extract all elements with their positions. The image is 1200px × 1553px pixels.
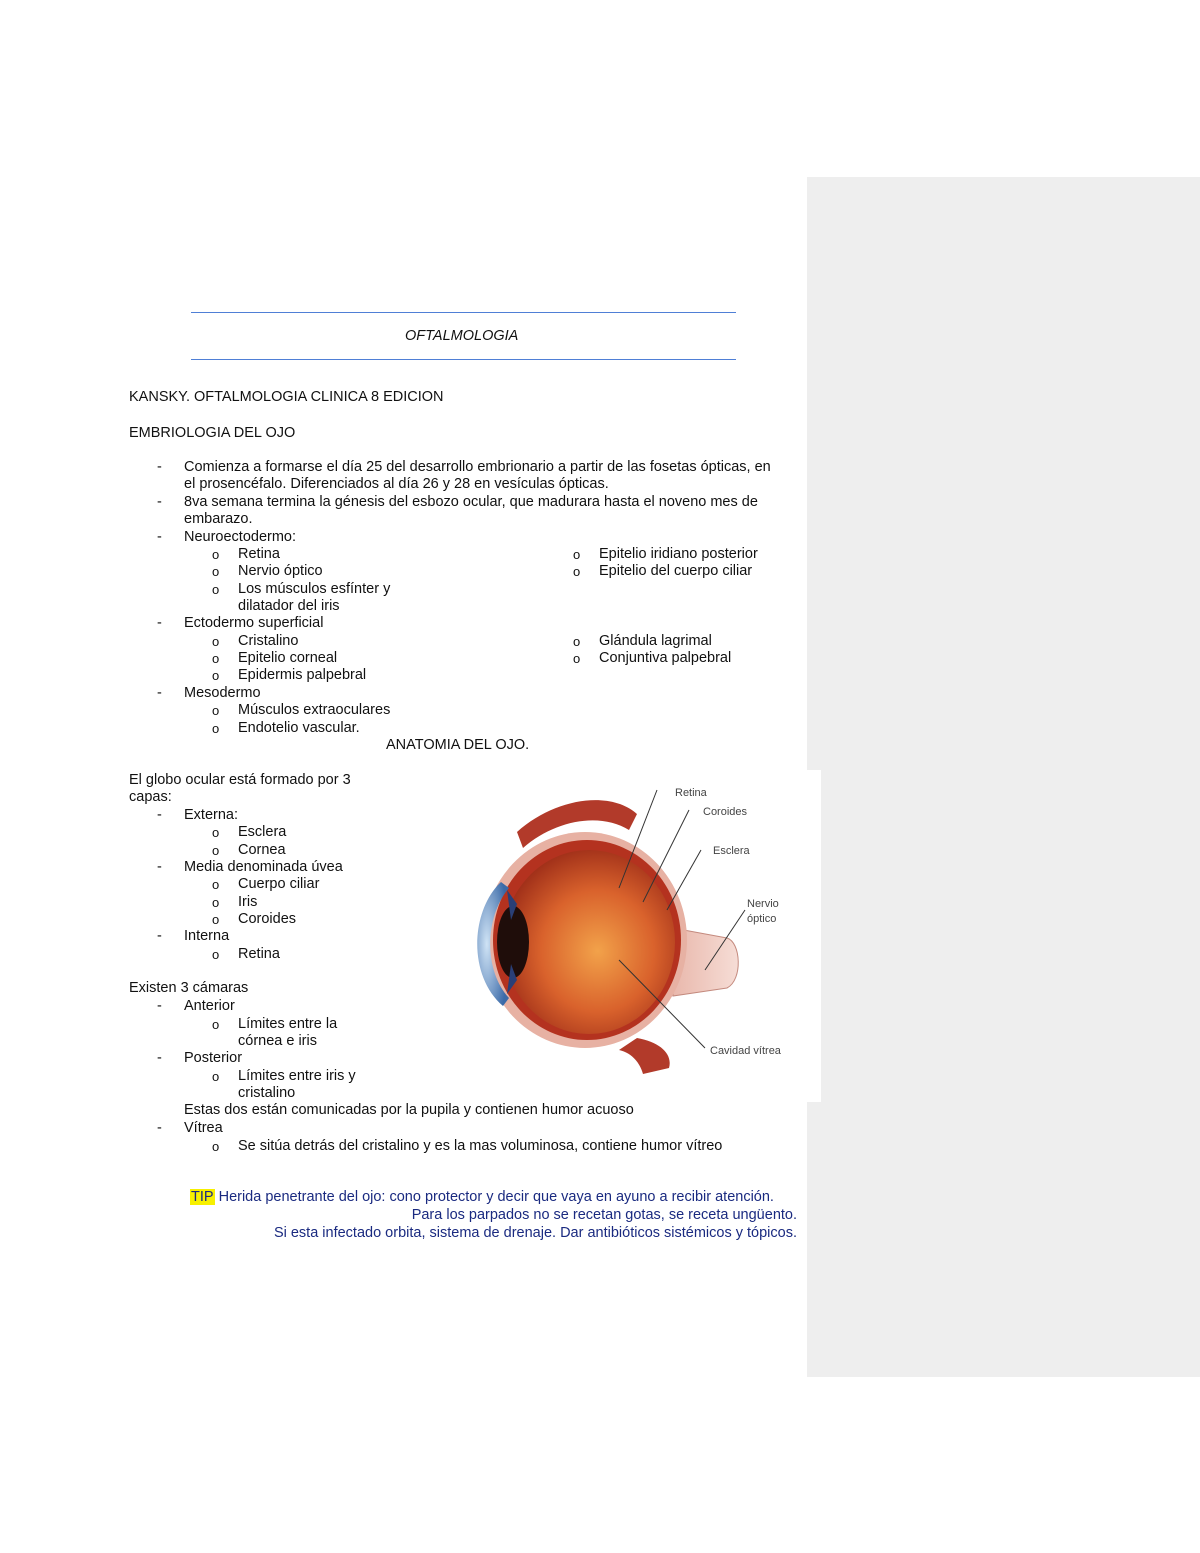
list-item: Nervio óptico: [238, 563, 323, 579]
label-retina: Retina: [675, 787, 708, 799]
communicated-note: Estas dos están comunicadas por la pupil…: [184, 1102, 634, 1118]
label-vitrea: Cavidad vítrea: [710, 1045, 782, 1057]
list-item: Iris: [238, 894, 258, 910]
circle-bullet: o: [212, 582, 220, 597]
mesoderm-label: Mesodermo: [184, 685, 261, 701]
label-esclera: Esclera: [713, 845, 751, 857]
reference-line: KANSKY. OFTALMOLOGIA CLINICA 8 EDICION: [129, 389, 444, 405]
list-item: Retina: [238, 946, 280, 962]
layers-intro: El globo ocular está formado por 3: [129, 772, 351, 788]
title-rule-top: [191, 312, 736, 313]
vitreous-shape: [503, 850, 675, 1034]
list-item: Epitelio iridiano posterior: [599, 546, 758, 562]
chambers-intro: Existen 3 cámaras: [129, 980, 249, 996]
dash-bullet: -: [157, 928, 162, 944]
external-layer-label: Externa:: [184, 807, 238, 823]
circle-bullet: o: [212, 703, 220, 718]
circle-bullet: o: [573, 651, 581, 666]
iris-shape: [507, 890, 517, 994]
dash-bullet: -: [157, 998, 162, 1014]
list-item: Límites entre iris y: [238, 1068, 356, 1084]
eye-anatomy-figure: Retina Coroides Esclera Nervio óptico Ca…: [405, 770, 821, 1102]
list-item: Músculos extraoculares: [238, 702, 391, 718]
anatomy-heading: ANATOMIA DEL OJO.: [386, 737, 530, 753]
list-item: Glándula lagrimal: [599, 633, 712, 649]
ectoderm-label: Ectodermo superficial: [184, 615, 324, 631]
lens-shape: [497, 906, 529, 978]
neuroectoderm-label: Neuroectodermo:: [184, 529, 297, 545]
list-item: Retina: [238, 546, 280, 562]
superior-muscle-shape: [517, 800, 637, 848]
list-item: Límites entre la: [238, 1016, 338, 1032]
tip-highlight: TIP: [190, 1189, 215, 1205]
list-item: Epidermis palpebral: [238, 667, 367, 683]
list-item: embarazo.: [184, 511, 253, 527]
dash-bullet: -: [157, 859, 162, 875]
circle-bullet: o: [573, 547, 581, 562]
dash-bullet: -: [157, 1120, 162, 1136]
comment-margin-panel: [807, 177, 1200, 1377]
dash-bullet: -: [157, 685, 162, 701]
page-title: OFTALMOLOGIA: [405, 328, 519, 344]
label-coroides: Coroides: [703, 806, 748, 818]
dash-bullet: -: [157, 494, 162, 510]
list-item: Esclera: [238, 824, 287, 840]
dash-bullet: -: [157, 459, 162, 475]
list-item: Epitelio corneal: [238, 650, 338, 666]
circle-bullet: o: [212, 947, 220, 962]
list-item: Los músculos esfínter y: [238, 581, 391, 597]
embryology-heading: EMBRIOLOGIA DEL OJO: [129, 425, 296, 441]
list-item: Cristalino: [238, 633, 299, 649]
list-item: dilatador del iris: [238, 598, 340, 614]
circle-bullet: o: [212, 651, 220, 666]
tip-line: TIP Herida penetrante del ojo: cono prot…: [190, 1189, 774, 1206]
list-item: Epitelio del cuerpo ciliar: [599, 563, 753, 579]
circle-bullet: o: [212, 912, 220, 927]
list-item: córnea e iris: [238, 1033, 317, 1049]
dash-bullet: -: [157, 1050, 162, 1066]
tip-line: Para los parpados no se recetan gotas, s…: [411, 1207, 797, 1223]
dash-bullet: -: [157, 529, 162, 545]
internal-layer-label: Interna: [184, 928, 230, 944]
circle-bullet: o: [212, 634, 220, 649]
circle-bullet: o: [573, 564, 581, 579]
list-item: 8va semana termina la génesis del esbozo…: [184, 494, 758, 510]
circle-bullet: o: [212, 721, 220, 736]
cornea-shape: [477, 882, 509, 1006]
posterior-chamber-label: Posterior: [184, 1050, 243, 1066]
inferior-muscle-shape: [619, 1038, 670, 1074]
list-item: Cuerpo ciliar: [238, 876, 320, 892]
list-item: Cornea: [238, 842, 286, 858]
circle-bullet: o: [212, 877, 220, 892]
circle-bullet: o: [212, 825, 220, 840]
dash-bullet: -: [157, 807, 162, 823]
list-item: Conjuntiva palpebral: [599, 650, 732, 666]
list-item: Comienza a formarse el día 25 del desarr…: [184, 459, 771, 475]
list-item: Coroides: [238, 911, 297, 927]
label-optico: óptico: [747, 913, 776, 925]
circle-bullet: o: [212, 564, 220, 579]
circle-bullet: o: [212, 895, 220, 910]
circle-bullet: o: [212, 1139, 220, 1154]
list-item: el prosencéfalo. Diferenciados al día 26…: [184, 476, 609, 492]
circle-bullet: o: [212, 668, 220, 683]
list-item: Endotelio vascular.: [238, 720, 360, 736]
tip-line: Si esta infectado orbita, sistema de dre…: [273, 1225, 797, 1241]
circle-bullet: o: [573, 634, 581, 649]
list-item: cristalino: [238, 1085, 296, 1101]
circle-bullet: o: [212, 843, 220, 858]
circle-bullet: o: [212, 1069, 220, 1084]
tip-text: Herida penetrante del ojo: cono protecto…: [218, 1189, 774, 1205]
title-rule-bottom: [191, 359, 736, 360]
layers-intro: capas:: [129, 789, 172, 805]
circle-bullet: o: [212, 547, 220, 562]
vitreous-chamber-label: Vítrea: [184, 1120, 223, 1136]
anterior-chamber-label: Anterior: [184, 998, 235, 1014]
middle-layer-label: Media denominada úvea: [184, 859, 343, 875]
label-nervio: Nervio: [747, 898, 779, 910]
list-item: Se sitúa detrás del cristalino y es la m…: [238, 1138, 723, 1154]
circle-bullet: o: [212, 1017, 220, 1032]
dash-bullet: -: [157, 615, 162, 631]
